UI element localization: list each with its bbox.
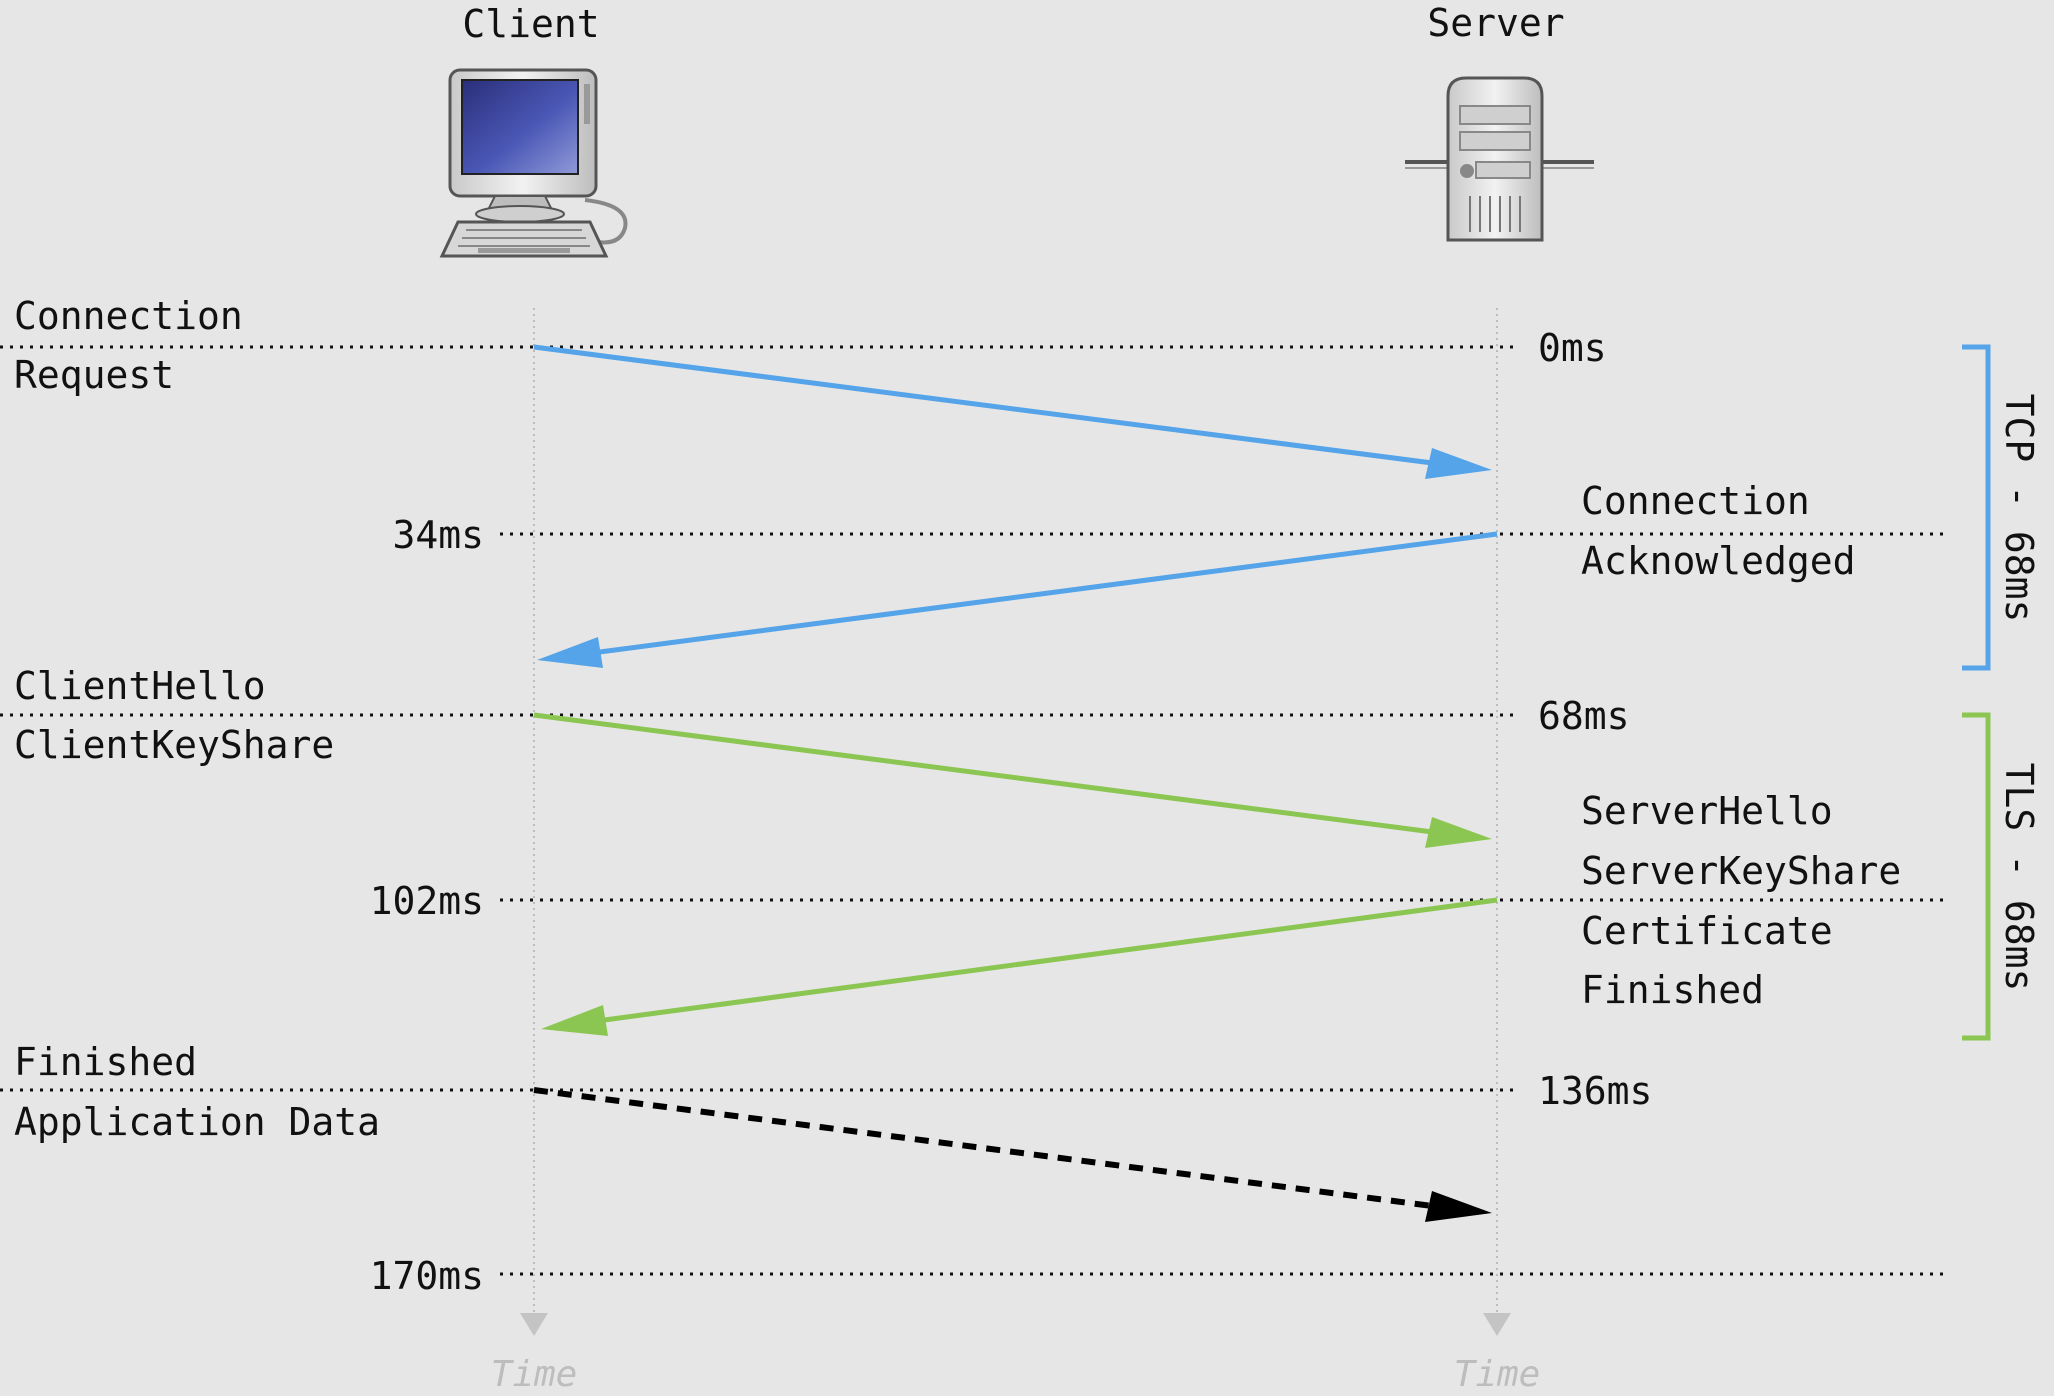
tls-phase-bracket [1962, 712, 1991, 1041]
server-hello-arrow [541, 897, 1498, 1036]
timestamp-34ms: 34ms [392, 513, 484, 557]
tcp-phase-bracket [1962, 344, 1991, 671]
client-time-label: Time [491, 1354, 578, 1395]
tcp-phase-label: TCP - 68ms [1997, 394, 2041, 623]
server-msg-hello-line1: ServerHello [1581, 789, 1833, 833]
server-title: Server [1427, 1, 1564, 45]
timestamp-136ms: 136ms [1538, 1069, 1652, 1113]
server-msg-ack-line1: Connection [1581, 479, 1810, 523]
server-time-label: Time [1454, 1354, 1541, 1395]
application-data-arrow [533, 1087, 1492, 1222]
client-msg-connection-line2: Request [14, 353, 174, 397]
timestamp-102ms: 102ms [370, 879, 484, 923]
server-msg-ack-line2: Acknowledged [1581, 539, 1856, 583]
client-hello-arrow [533, 712, 1492, 848]
client-msg-hello-line2: ClientKeyShare [14, 723, 334, 767]
tcp-ack-arrow [537, 531, 1498, 668]
tls-phase-label: TLS - 68ms [1997, 763, 2041, 992]
desktop-computer-icon [439, 68, 628, 258]
server-msg-hello-line2: ServerKeyShare [1581, 849, 1901, 893]
server-time-arrow-icon [1483, 1313, 1511, 1336]
timestamp-0ms: 0ms [1538, 326, 1607, 370]
timestamp-68ms: 68ms [1538, 694, 1630, 738]
client-msg-finished-line1: Finished [14, 1040, 197, 1084]
server-msg-hello-line3: Certificate [1581, 909, 1833, 953]
tcp-syn-arrow [533, 344, 1492, 479]
client-msg-finished-line2: Application Data [14, 1100, 380, 1144]
client-time-arrow-icon [520, 1313, 548, 1336]
client-msg-hello-line1: ClientHello [14, 664, 266, 708]
client-msg-connection-line1: Connection [14, 294, 243, 338]
timestamp-170ms: 170ms [370, 1254, 484, 1298]
client-title: Client [462, 2, 599, 46]
server-tower-icon [1405, 76, 1594, 242]
server-msg-hello-line4: Finished [1581, 968, 1764, 1012]
